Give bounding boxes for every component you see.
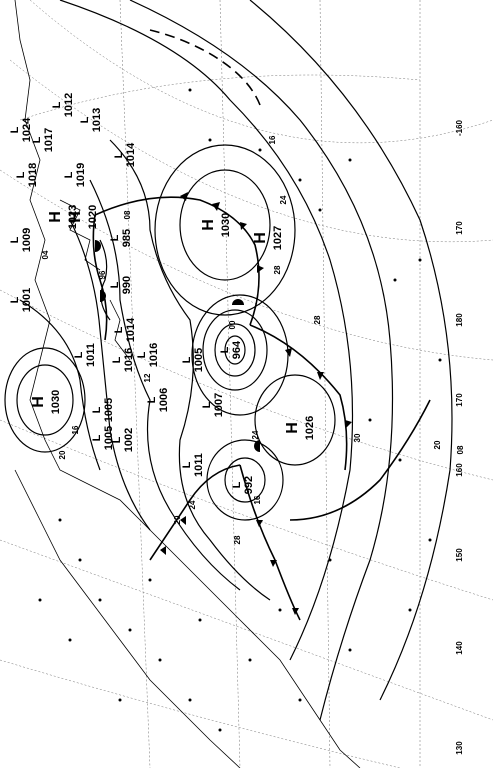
low-pressure-value: 1005 — [193, 348, 205, 372]
low-pressure-symbol: L — [109, 234, 121, 241]
low-pressure-symbol: L — [79, 116, 91, 123]
isobar-value: 12 — [143, 373, 152, 382]
high-pressure-value: 1026 — [304, 416, 316, 440]
isobar-value: 28 — [273, 265, 282, 274]
isobar-value: 04 — [41, 250, 50, 259]
isobar-value: 28 — [313, 315, 322, 324]
graticule-labels: -160 170 180 170 160 150 140 130 20 30 08 — [353, 119, 465, 754]
low-pressure-symbol: L — [109, 281, 121, 288]
isobar-labels: 16 20 24 28 28 24 20 12 24 28 00 04 08 16 16 96 — [41, 135, 322, 544]
low-pressure-value: 1005 — [103, 426, 115, 450]
low-pressure-value: 1011 — [85, 343, 97, 367]
isobar-value: 16 — [253, 495, 262, 504]
fronts — [92, 29, 431, 621]
isobar-value: 24 — [279, 195, 288, 204]
low-pressure-value: 1013 — [91, 108, 103, 132]
low-pressure-value: 985 — [121, 229, 133, 247]
low-pressure-symbol: L — [111, 436, 123, 443]
low-pressure-symbol: L — [113, 326, 125, 333]
low-pressure-value: 1016 — [148, 343, 160, 367]
longitude-label: 130 — [455, 741, 464, 755]
high-pressure-symbol: H — [30, 396, 47, 408]
low-pressure-symbol: L — [9, 236, 21, 243]
low-pressure-symbol: L — [9, 296, 21, 303]
low-pressure-value: 1014 — [125, 317, 137, 342]
low-pressure-value: 1014 — [125, 142, 137, 167]
low-pressure-value: 992 — [243, 476, 255, 494]
low-pressure-value: 1011 — [193, 453, 205, 477]
high-pressure-symbol: H — [47, 211, 64, 223]
isobar-value: 16 — [71, 425, 80, 434]
low-pressure-value: 1024 — [21, 117, 33, 142]
low-pressure-symbol: L — [51, 101, 63, 108]
high-pressure-value: 1020 — [87, 205, 99, 229]
low-pressure-symbol: L — [9, 126, 21, 133]
longitude-label: 160 — [455, 463, 464, 477]
isobar-value: 20 — [173, 515, 182, 524]
high-pressure-symbol: H — [200, 219, 217, 231]
latitude-label: 08 — [456, 445, 465, 454]
high-pressure-value: 1030 — [50, 390, 62, 414]
high-pressure-symbol: H — [252, 232, 269, 244]
isobar-value: 20 — [58, 450, 67, 459]
low-pressure-value: 1019 — [75, 163, 87, 187]
isobar-value: 28 — [233, 535, 242, 544]
low-pressure-symbol: L — [181, 461, 193, 468]
isobar-value: 24 — [251, 430, 260, 439]
coastline — [14, 0, 361, 768]
low-pressure-value: 1007 — [213, 393, 225, 417]
isobar-value: 96 — [98, 270, 107, 279]
low-pressure-value: 1017 — [43, 128, 55, 152]
low-pressure-symbol: L — [146, 396, 158, 403]
isobar-value: 08 — [123, 210, 132, 219]
low-pressure-value: 1012 — [63, 93, 75, 117]
low-pressure-value: 1005 — [103, 398, 115, 422]
low-pressure-symbol: L — [111, 356, 123, 363]
isobar-value: 16 — [268, 135, 277, 144]
low-pressure-value: 1001 — [21, 288, 33, 312]
low-pressure-symbol: L — [181, 356, 193, 363]
low-pressure-value: 1009 — [21, 228, 33, 252]
low-pressure-symbol: L — [91, 434, 103, 441]
longitude-label: 150 — [455, 548, 464, 562]
low-pressure-symbol: L — [219, 346, 231, 353]
latitude-label: 20 — [433, 440, 442, 449]
low-pressure-symbol: L — [91, 406, 103, 413]
latitude-label: 30 — [353, 433, 362, 442]
longitude-label: 170 — [455, 221, 464, 235]
low-pressure-value: 964 — [231, 340, 243, 359]
low-pressure-symbol: L — [15, 171, 27, 178]
longitude-label: -160 — [455, 119, 464, 136]
low-pressure-symbol: L — [231, 481, 243, 488]
longitude-label: 170 — [455, 393, 464, 407]
low-pressure-symbol: L — [136, 351, 148, 358]
high-pressure-value: 1023 — [67, 205, 79, 229]
low-pressure-value: 1018 — [27, 163, 39, 187]
low-pressure-symbol: L — [113, 151, 125, 158]
low-pressure-symbol: L — [31, 136, 43, 143]
low-pressure-symbol: L — [63, 171, 75, 178]
isobar-value: 24 — [188, 500, 197, 509]
high-pressure-symbol: H — [284, 422, 301, 434]
low-pressure-value: 1006 — [158, 388, 170, 412]
station-observations — [38, 88, 442, 732]
low-pressure-value: 1002 — [123, 428, 135, 452]
low-pressure-value: 990 — [121, 276, 133, 294]
high-pressure-value: 1027 — [272, 226, 284, 250]
longitude-label: 140 — [455, 641, 464, 655]
low-pressure-symbol: L — [201, 401, 213, 408]
high-pressure-symbol: H — [67, 211, 84, 223]
low-pressure-value: 1016 — [123, 348, 135, 372]
high-pressure-value: 1030 — [220, 213, 232, 237]
isobar-value: 00 — [228, 320, 237, 329]
low-pressure-symbol: L — [73, 351, 85, 358]
longitude-label: 180 — [455, 313, 464, 327]
